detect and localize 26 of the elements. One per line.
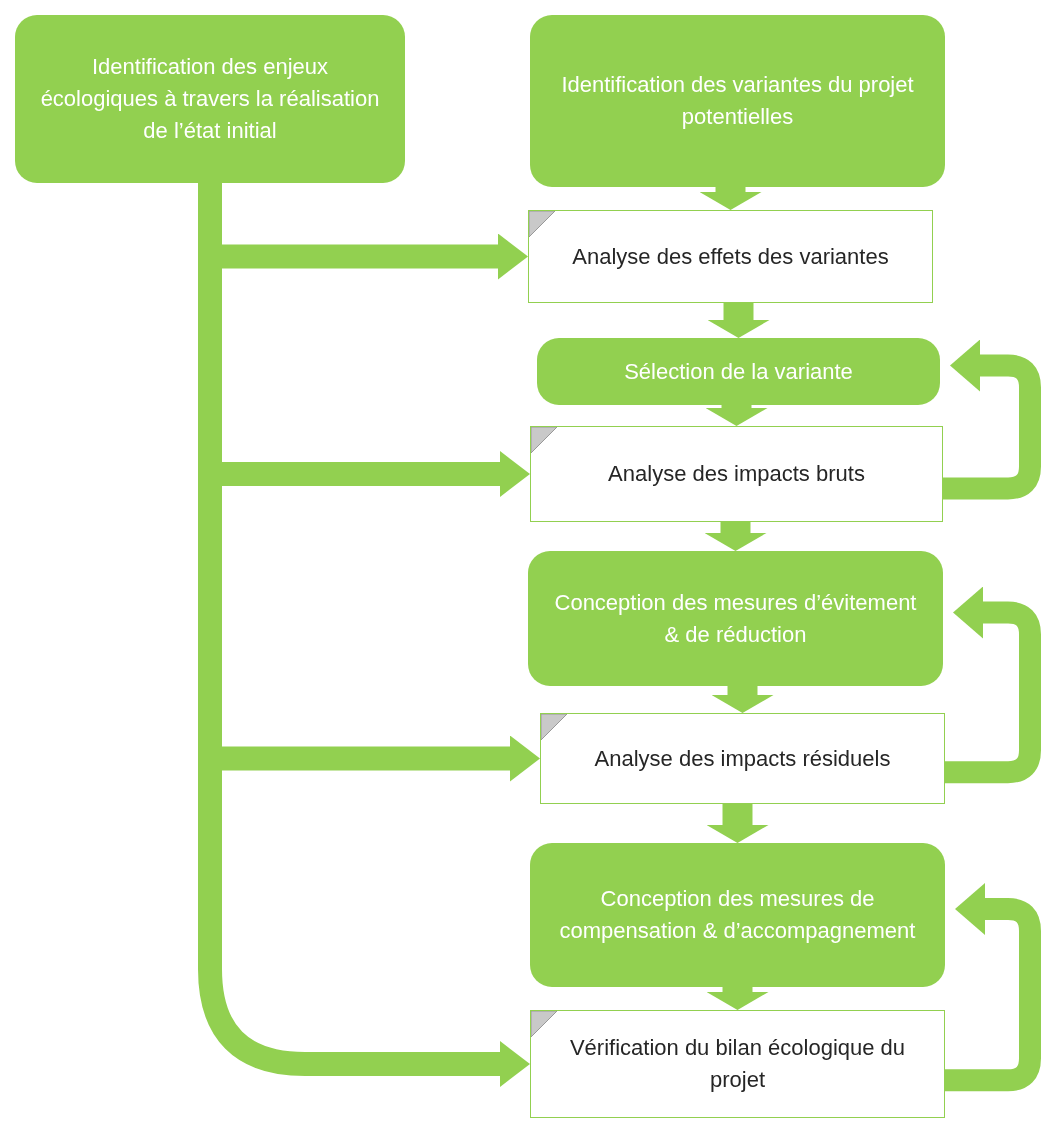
process-box <box>537 338 940 405</box>
document-box <box>530 1010 945 1118</box>
arrow <box>707 303 770 338</box>
node-text: Identification des variantes du projet potentielles <box>560 71 915 131</box>
node-text: Vérification du bilan écologique du projet <box>568 1034 907 1094</box>
process-box <box>528 551 943 686</box>
node-text: Analyse des impacts bruts <box>608 460 865 489</box>
process-box <box>15 15 405 183</box>
arrow <box>943 339 1041 500</box>
document-box <box>540 713 945 804</box>
process-box <box>530 15 945 187</box>
arrow <box>704 522 767 551</box>
arrow <box>699 187 762 210</box>
node-text: Sélection de la variante <box>624 357 853 386</box>
arrow <box>706 804 769 843</box>
node-text: Identification des enjeux écologiques à travers la réalisation de l’état initial <box>39 53 381 145</box>
node-text: Conception des mesures de compensation & d’accompagnement <box>558 885 917 945</box>
arrow <box>711 686 774 713</box>
node-text: Analyse des effets des variantes <box>572 242 889 271</box>
node-text: Conception des mesures d’évitement & de réduction <box>553 588 918 649</box>
document-box <box>530 426 943 522</box>
process-box <box>530 843 945 987</box>
document-box <box>528 210 933 303</box>
arrow <box>705 405 768 426</box>
arrow <box>706 987 769 1010</box>
node-text: Analyse des impacts résiduels <box>594 744 891 773</box>
